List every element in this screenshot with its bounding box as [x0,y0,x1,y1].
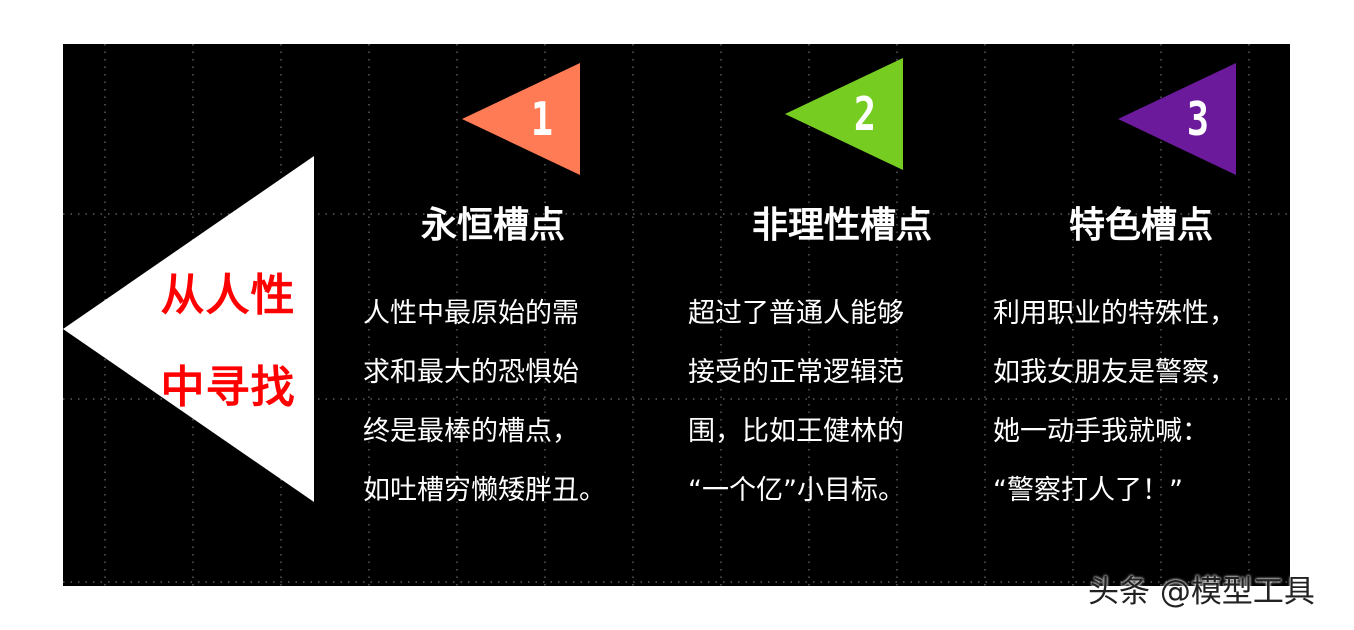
column-3-line-1: 利用职业的特殊性， [993,298,1236,329]
number-badge-1: 1 [462,63,580,175]
triangle-badge-3 [1118,63,1236,175]
main-label-line-1: 从人性 [160,270,296,321]
column-2-line-3: 围，比如王健林的 [688,416,904,447]
number-3: 3 [1186,92,1210,146]
triangle-badge-1 [462,63,580,175]
triangle-badge-2 [785,58,903,170]
column-text-1: 人性中最原始的需 求和最大的恐惧始 终是最棒的槽点， 如吐槽穷懒矮胖丑。 [363,284,606,520]
main-triangle-shape [63,156,314,502]
column-title-1: 永恒槽点 [420,205,565,246]
number-badge-2: 2 [785,58,903,170]
column-text-3: 利用职业的特殊性， 如我女朋友是警察， 她一动手我就喊： “警察打人了！” [993,284,1236,520]
column-1-line-4: 如吐槽穷懒矮胖丑。 [363,475,606,506]
column-1-line-3: 终是最棒的槽点， [363,416,579,447]
diagram-board: 从人性 中寻找 1 永恒槽点 人性中最原始的需 求和最大的恐惧始 终是最棒的槽点… [63,44,1290,586]
column-1-line-1: 人性中最原始的需 [363,298,579,329]
number-badge-3: 3 [1118,63,1236,175]
column-1-line-2: 求和最大的恐惧始 [363,357,579,388]
main-label-line-2: 中寻找 [160,362,296,413]
number-1: 1 [530,92,554,146]
column-title-3: 特色槽点 [1068,205,1213,246]
column-3-line-2: 如我女朋友是警察， [993,357,1236,388]
column-3-line-3: 她一动手我就喊： [993,416,1209,447]
column-2-line-1: 超过了普通人能够 [688,298,904,329]
number-2: 2 [853,87,877,141]
column-2-line-2: 接受的正常逻辑范 [688,357,904,388]
column-2-line-4: “一个亿”小目标。 [688,475,905,506]
column-3-line-4: “警察打人了！” [993,475,1183,506]
column-title-2: 非理性槽点 [751,205,932,246]
watermark-text: 头条 @模型工具 [1088,574,1315,610]
column-text-2: 超过了普通人能够 接受的正常逻辑范 围，比如王健林的 “一个亿”小目标。 [688,284,905,520]
